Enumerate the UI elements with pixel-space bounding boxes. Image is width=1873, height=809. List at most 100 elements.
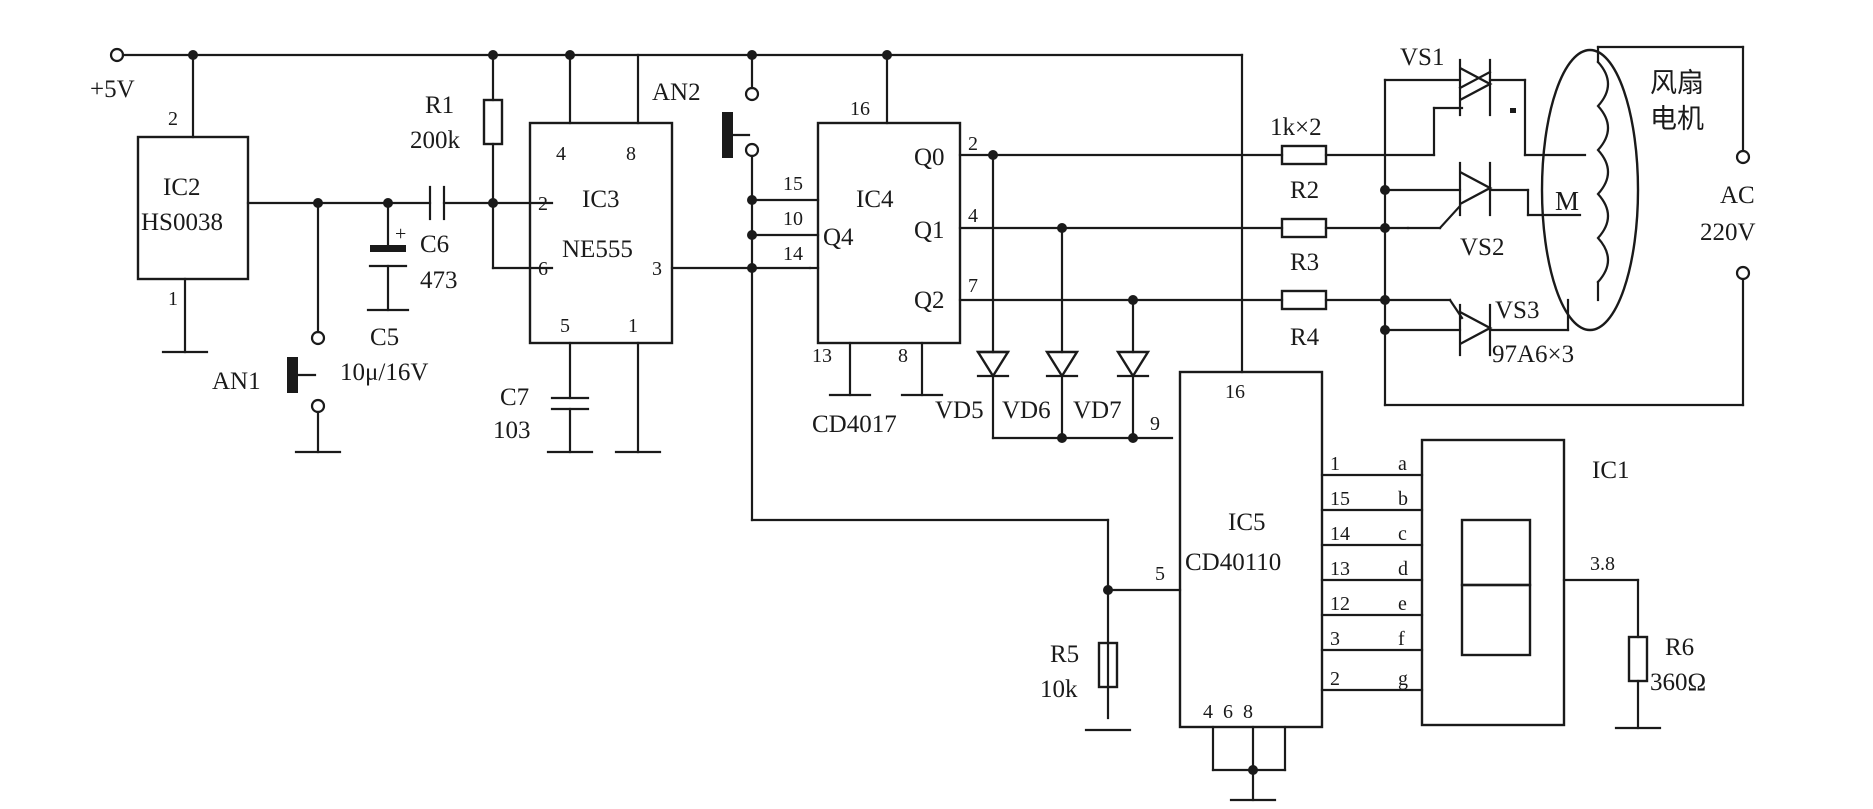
ic4-ref: IC4: [856, 186, 894, 213]
segment-pin-d: 13: [1330, 558, 1350, 580]
segment-letter-a: a: [1398, 453, 1407, 475]
ic4-pin14: 14: [783, 243, 803, 265]
ic2-part: HS0038: [141, 209, 223, 236]
segment-pin-f: 3: [1330, 628, 1340, 650]
r1-ref: R1: [425, 92, 454, 119]
ic3-ref: IC3: [582, 186, 620, 213]
segment-letter-d: d: [1398, 558, 1408, 580]
ic1-body: [1420, 438, 1566, 727]
vd5-diode: [975, 153, 1011, 440]
segment-pin-b: 15: [1330, 488, 1350, 510]
diode-network: VD5 VD6 VD7: [935, 153, 1174, 443]
vd6-diode: [1044, 226, 1080, 440]
vs1-triac: VS1: [1383, 44, 1587, 157]
ic4-q4: Q4: [823, 224, 854, 251]
supply-label: +5V: [90, 76, 135, 103]
segment-pin-g: 2: [1330, 668, 1340, 690]
ic3-part: NE555: [562, 236, 633, 263]
ic4-pin16: 16: [850, 98, 870, 120]
triac-section: VS1 VS2 VS3 97A6×3: [1380, 44, 1751, 407]
ic4-pin8: 8: [898, 345, 908, 367]
ic5-pin5: 5: [1155, 563, 1165, 585]
display-upper-digit: [1460, 518, 1532, 587]
ic3-pin3: 3: [652, 258, 662, 280]
r2-resistor: [1280, 144, 1328, 166]
c5-value: 10μ/16V: [340, 359, 428, 386]
ic4-pin10: 10: [783, 208, 803, 230]
ic3-body: [528, 121, 674, 345]
ic3: 4 8 2 6 3 5 1 IC3 NE555 C7 103: [493, 53, 812, 454]
vd6-ref: VD6: [1002, 397, 1051, 424]
segment-letter-c: c: [1398, 523, 1407, 545]
an2-pushbutton: AN2: [652, 53, 760, 202]
ic4-pin15: 15: [783, 173, 803, 195]
segment-letter-g: g: [1398, 668, 1408, 690]
r2-value: 1k×2: [1270, 114, 1322, 141]
r6-ref: R6: [1665, 634, 1694, 661]
ic3-pin4: 4: [556, 143, 566, 165]
motor-label-line2: 电机: [1650, 104, 1704, 134]
ic4-q0: Q0: [914, 144, 945, 171]
gate-resistors: 1k×2 R2 R3 R4: [1270, 114, 1452, 351]
r3-resistor: [1280, 217, 1328, 239]
vs2-ref: VS2: [1460, 234, 1504, 261]
reset-input-net: [747, 195, 1182, 720]
ic1-pin: 3.8: [1590, 553, 1615, 575]
an1-ref: AN1: [212, 368, 261, 395]
motor-housing: [1540, 48, 1640, 332]
supply-terminal: [109, 47, 125, 63]
ic1-display: IC1 3.8 R6 360Ω: [1420, 438, 1706, 730]
r6-resistor: [1627, 635, 1649, 683]
ic5-pin16: 16: [1225, 381, 1245, 403]
ic5-bottom-pins: 4 6 8: [1203, 701, 1253, 723]
ic2: 2 IC2 HS0038 1: [136, 53, 250, 354]
ic3-pin8: 8: [626, 143, 636, 165]
r5-value: 10k: [1040, 676, 1078, 703]
segment-letter-f: f: [1398, 628, 1405, 650]
vs3-ref: VS3: [1495, 297, 1539, 324]
vd5-ref: VD5: [935, 397, 984, 424]
ic3-pin5: 5: [560, 315, 570, 337]
ic4-q2: Q2: [914, 287, 945, 314]
motor-winding: [1596, 60, 1610, 284]
vs2-triac: VS2: [1383, 161, 1582, 261]
ic5-part: CD40110: [1185, 549, 1281, 576]
ic2-pin-bottom: 1: [168, 288, 178, 310]
ic4-q1: Q1: [914, 217, 945, 244]
segment-pin-c: 14: [1330, 523, 1350, 545]
ic5: 16 9 5 IC5 CD40110 4 6 8: [1150, 370, 1324, 802]
c6-value: 473: [420, 267, 458, 294]
ac-line1: AC: [1720, 182, 1755, 209]
segment-pin-a: 1: [1330, 453, 1340, 475]
segment-pin-e: 12: [1330, 593, 1350, 615]
c7-value: 103: [493, 417, 531, 444]
ic4-pin2: 2: [968, 133, 978, 155]
ic4: 16 15 10 14 IC4 Q4 Q0 Q1 Q2 2 4 7 13 8 C…: [783, 53, 978, 438]
r6-value: 360Ω: [1650, 669, 1706, 696]
ic3-pin1: 1: [628, 315, 638, 337]
ic4-body: [816, 121, 962, 345]
vs3-triac: VS3 97A6×3: [1383, 297, 1574, 368]
fan-motor: M 风扇 电机: [1540, 45, 1704, 332]
r1-value: 200k: [410, 127, 461, 154]
ic4-pin13: 13: [812, 345, 832, 367]
r4-ref: R4: [1290, 324, 1320, 351]
ic3-pin2: 2: [538, 193, 548, 215]
r5-resistor: R5 10k: [1040, 641, 1132, 732]
motor-symbol: M: [1555, 186, 1579, 216]
r2-ref: R2: [1290, 177, 1319, 204]
svg-text:+: +: [395, 223, 406, 245]
ic5-ref: IC5: [1228, 509, 1266, 536]
an2-ref: AN2: [652, 79, 701, 106]
segment-letter-e: e: [1398, 593, 1407, 615]
ic2-pin-top: 2: [168, 108, 178, 130]
vd7-diode: [1115, 298, 1151, 440]
r4-resistor: [1280, 289, 1328, 311]
ic3-pin6: 6: [538, 258, 548, 280]
output-nets: [958, 150, 1284, 305]
vd7-ref: VD7: [1073, 397, 1122, 424]
ic4-pin4: 4: [968, 205, 978, 227]
c6-capacitor: C6 473: [420, 185, 554, 294]
